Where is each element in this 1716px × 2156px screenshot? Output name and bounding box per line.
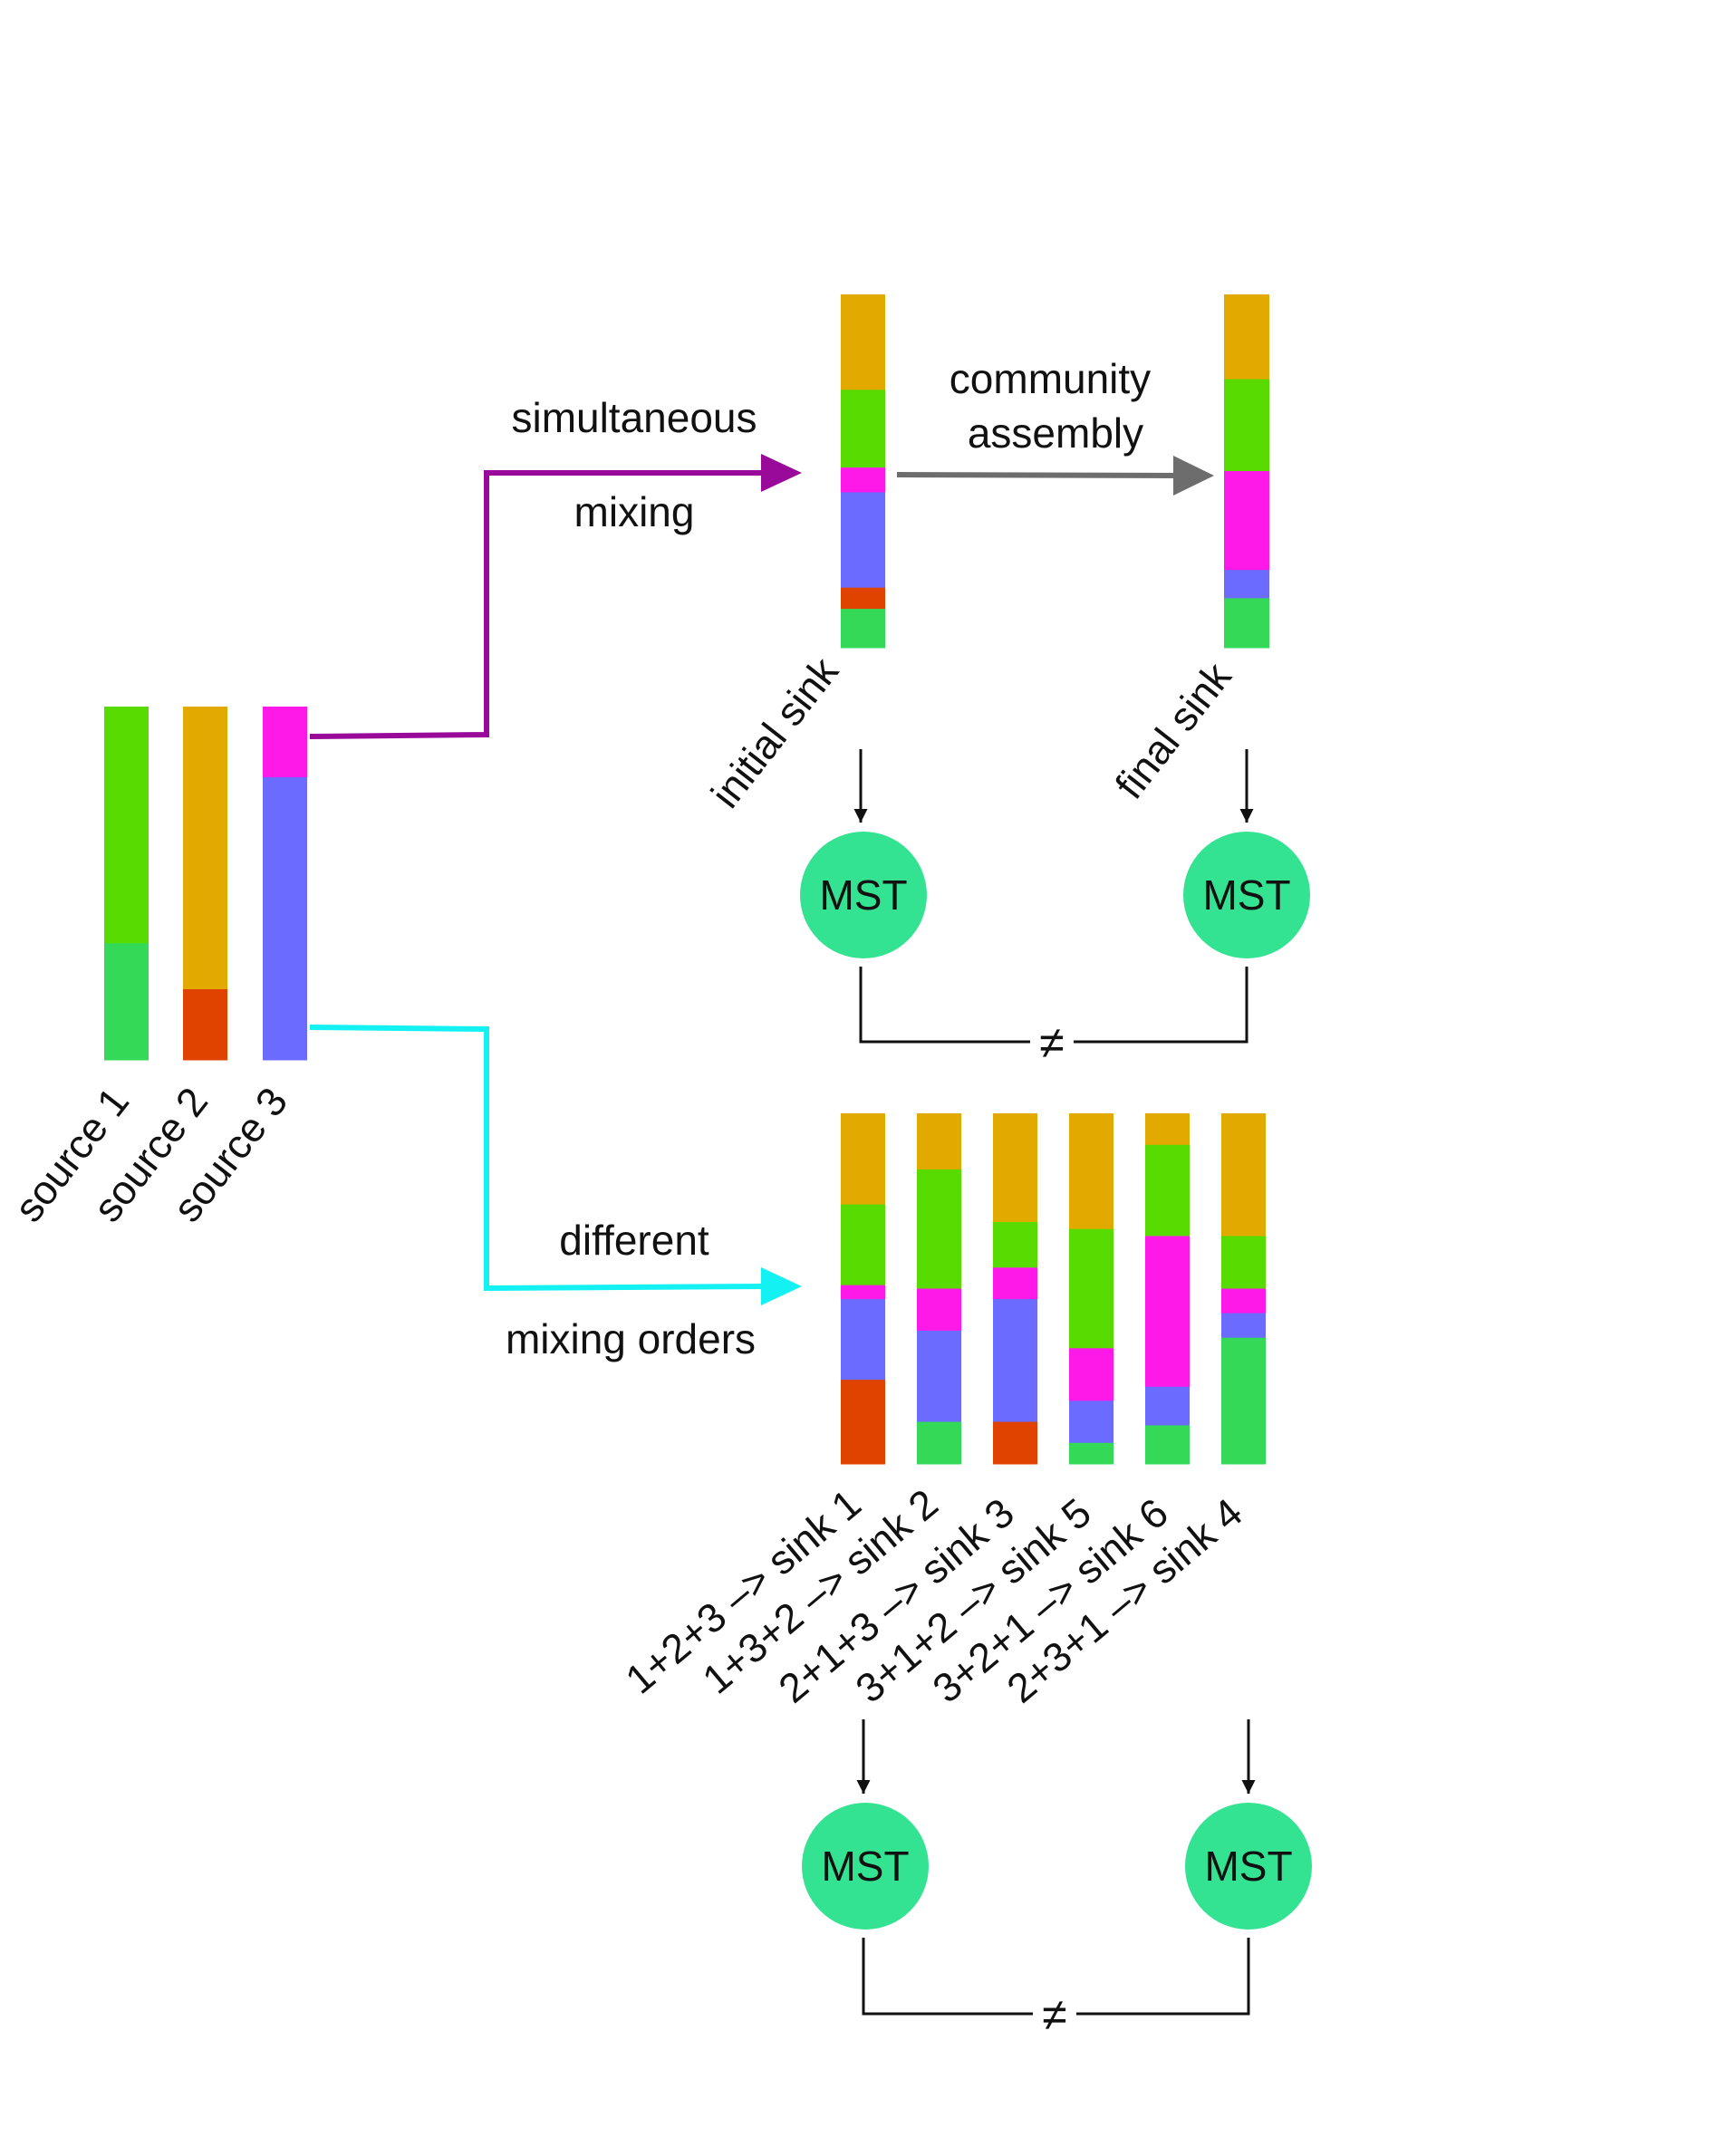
initial-sink-label: initial sink — [702, 649, 848, 817]
initial-sink-bar — [841, 294, 885, 649]
sink-bar-4 — [1221, 1113, 1266, 1465]
mst-top-left-label: MST — [819, 871, 907, 919]
simultaneous-mixing-arrow — [309, 470, 764, 739]
sink-bar-3-segment-orange — [993, 1113, 1037, 1223]
source-bar-3 — [263, 707, 307, 1061]
sink-bar-2-segment-light-green — [917, 1169, 961, 1289]
top-not-equal-sign: ≠ — [1039, 1017, 1064, 1068]
sink-bar-1-segment-red — [841, 1380, 885, 1465]
source-bar-2 — [183, 707, 227, 1061]
bottom-not-equal-sign: ≠ — [1042, 1989, 1066, 2040]
sink-bar-6-segment-light-green — [1145, 1144, 1190, 1237]
sink-bar-6-segment-magenta — [1145, 1236, 1190, 1388]
mixing-orders-label: mixing orders — [506, 1315, 756, 1362]
sink-bar-1 — [841, 1113, 885, 1465]
sink-bar-6-segment-blue — [1145, 1386, 1190, 1426]
assembly-label: assembly — [968, 409, 1143, 457]
sink-bar-5-segment-green — [1069, 1442, 1113, 1465]
sink-bar-6-segment-green — [1145, 1425, 1190, 1465]
source-bar-3-segment-blue — [263, 777, 307, 1061]
sink-bar-1-segment-orange — [841, 1113, 885, 1206]
mst-bottom-left-label: MST — [821, 1843, 909, 1890]
sink-bar-5 — [1069, 1113, 1113, 1465]
initial-sink-bar-segment-light-green — [841, 390, 885, 468]
final-sink-bar-segment-green — [1224, 598, 1269, 649]
sink-bar-3 — [993, 1113, 1037, 1465]
source-bar-1-segment-light-green — [104, 707, 149, 944]
final-sink-bar — [1224, 294, 1269, 649]
sink-bar-4-segment-magenta — [1221, 1288, 1266, 1314]
sink-bar-3-segment-blue — [993, 1299, 1037, 1423]
community-label: community — [950, 355, 1151, 402]
top-comparison-bracket-left — [859, 967, 1030, 1044]
sink-bar-6-segment-orange — [1145, 1113, 1190, 1146]
simultaneous-label: simultaneous — [511, 394, 757, 441]
sink-bar-4-segment-green — [1221, 1337, 1266, 1465]
sink-bar-6 — [1145, 1113, 1190, 1465]
sink-bar-5-segment-magenta — [1069, 1348, 1113, 1401]
mst-bottom-right-circle — [1185, 1803, 1312, 1930]
sink-bar-5-segment-light-green — [1069, 1228, 1113, 1349]
final-sink-bar-segment-light-green — [1224, 379, 1269, 472]
mst-bottom-right-label: MST — [1204, 1843, 1292, 1890]
simultaneous-mixing-arrowhead — [761, 454, 802, 492]
sink-bar-3-segment-magenta — [993, 1267, 1037, 1300]
mst-bottom-left-circle — [802, 1803, 929, 1930]
bottom-comparison-bracket-right — [1076, 1938, 1250, 2016]
initial-sink-bar-segment-magenta — [841, 467, 885, 493]
source-bar-2-segment-red — [183, 989, 227, 1061]
sink-bar-4-segment-light-green — [1221, 1236, 1266, 1289]
initial-sink-bar-segment-blue — [841, 492, 885, 589]
final-sink-bar-segment-blue — [1224, 570, 1269, 599]
sink-bar-5-segment-orange — [1069, 1113, 1113, 1230]
sink-bar-2 — [917, 1113, 961, 1465]
community-assembly-arrowhead — [1173, 456, 1214, 496]
mst-top-left-circle — [800, 832, 927, 958]
sink-bar-1-segment-blue — [841, 1299, 885, 1381]
final-sink-bar-segment-magenta — [1224, 471, 1269, 571]
sink-bar-4-segment-orange — [1221, 1113, 1266, 1237]
mst-top-right-label: MST — [1202, 871, 1290, 919]
source-bar-1-segment-green — [104, 943, 149, 1061]
initial-sink-bar-segment-green — [841, 609, 885, 649]
mixing-label: mixing — [574, 488, 695, 535]
final-sink-label: final sink — [1106, 653, 1240, 807]
source-bar-2-segment-orange — [183, 707, 227, 990]
sink-bar-2-segment-green — [917, 1421, 961, 1465]
source-bar-1 — [104, 707, 149, 1061]
different-label: different — [559, 1217, 709, 1264]
final-sink-bar-segment-orange — [1224, 294, 1269, 380]
sink-bar-3-segment-red — [993, 1421, 1037, 1465]
sink-bar-2-segment-blue — [917, 1330, 961, 1423]
bottom-comparison-bracket-left — [862, 1938, 1033, 2016]
sink-bar-2-segment-magenta — [917, 1288, 961, 1332]
initial-sink-bar-segment-red — [841, 587, 885, 610]
initial-sink-bar-segment-orange — [841, 294, 885, 390]
different-orders-arrowhead — [761, 1267, 802, 1305]
top-comparison-bracket-right — [1074, 967, 1248, 1044]
sink-bar-4-segment-blue — [1221, 1313, 1266, 1339]
mst-top-right-circle — [1183, 832, 1310, 958]
sink-bar-1-segment-magenta — [841, 1285, 885, 1300]
source-bar-3-segment-magenta — [263, 707, 307, 778]
sink-bar-3-segment-light-green — [993, 1221, 1037, 1268]
community-assembly-arrow — [896, 472, 1177, 478]
sink-bar-1-segment-light-green — [841, 1204, 885, 1286]
different-orders-arrow — [309, 1025, 765, 1292]
sink-bar-5-segment-blue — [1069, 1400, 1113, 1444]
sink-bar-2-segment-orange — [917, 1113, 961, 1170]
